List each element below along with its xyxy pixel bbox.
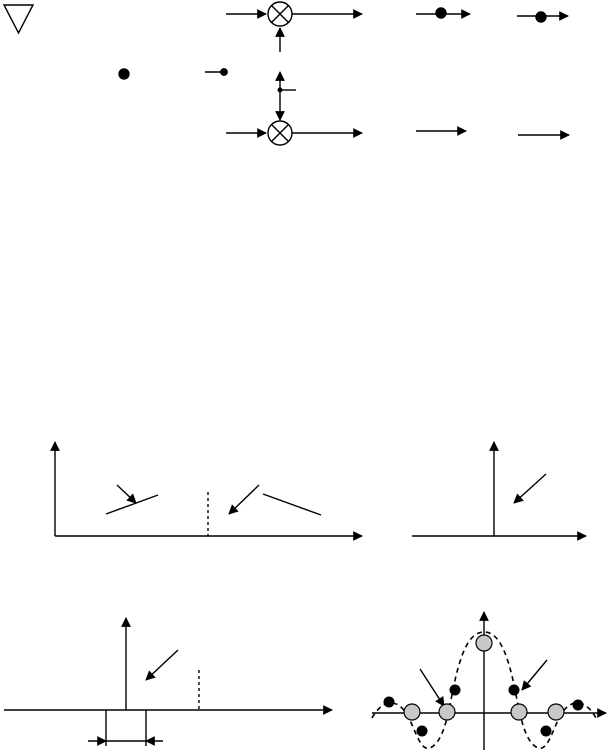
sample-dot (435, 7, 447, 19)
pointer-arrow (145, 649, 179, 681)
black-sample-point (508, 684, 520, 696)
pointer-arrow (116, 484, 137, 504)
black-sample-point (416, 725, 428, 737)
black-sample-point (540, 725, 552, 737)
gray-sample-point (475, 634, 493, 652)
bottom-right-plot (412, 441, 587, 541)
right-segment (262, 493, 322, 516)
gray-sample-point (510, 703, 528, 721)
top-block-diagram (2, 1, 570, 146)
pointer-arrow (228, 484, 260, 515)
spectrum-plot (4, 617, 333, 746)
gray-sample-point (403, 703, 421, 721)
bottom-left-plot (50, 441, 363, 541)
pointer-arrow (419, 668, 445, 707)
upper-mixer (267, 1, 293, 27)
black-sample-point (572, 699, 584, 711)
black-sample-point (449, 684, 461, 696)
pointer-arrow (513, 473, 547, 504)
sinc-samples (383, 634, 584, 737)
triangle-down-icon (2, 4, 35, 35)
sinc-plot (371, 611, 607, 750)
pointer-arrow (521, 659, 548, 691)
gray-sample-point (438, 703, 456, 721)
black-sample-point (383, 696, 395, 708)
sample-dot (535, 11, 547, 23)
gray-sample-point (547, 703, 565, 721)
left-segment (105, 494, 159, 515)
sample-dot (220, 68, 228, 76)
lower-mixer (267, 120, 293, 146)
lo-tap-dot (277, 87, 283, 93)
sample-dot (118, 68, 130, 80)
